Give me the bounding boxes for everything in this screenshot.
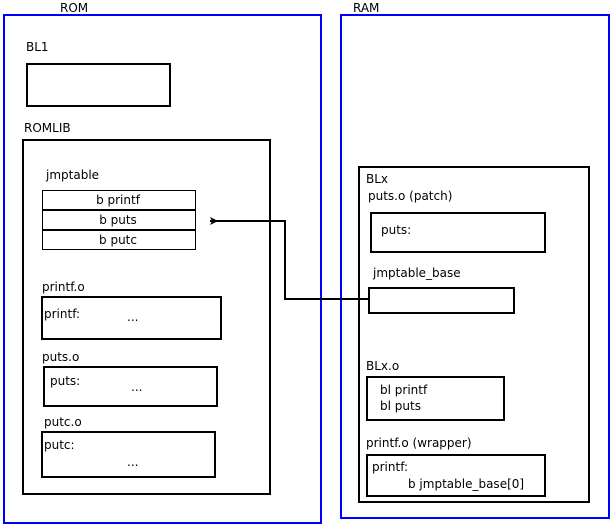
blx-puts-patch-label: puts.o (patch) xyxy=(368,189,453,203)
jmptable-entry-1[interactable]: b puts xyxy=(42,210,196,230)
blx-o-label: BLx.o xyxy=(366,359,400,373)
romlib-printf-o-label: printf.o xyxy=(42,280,85,294)
romlib-printf-symbol: printf: xyxy=(44,307,81,321)
jmptable-entry-2-text: b putc xyxy=(99,233,137,247)
romlib-printf-o-box: printf: ... xyxy=(41,296,222,340)
romlib-putc-o-box: putc: ... xyxy=(41,431,216,478)
printf-wrapper-label: printf.o (wrapper) xyxy=(366,436,472,450)
blx-label: BLx xyxy=(366,172,389,186)
romlib-putc-o-label: putc.o xyxy=(44,415,82,429)
jmptable-entry-0-text: b printf xyxy=(96,193,140,207)
jmptable-entry-2[interactable]: b putc xyxy=(42,230,196,250)
romlib-printf-ellipsis: ... xyxy=(127,310,139,324)
romlib-putc-ellipsis: ... xyxy=(127,455,139,469)
jmptable-entry-1-text: b puts xyxy=(99,213,137,227)
ram-region-label: RAM xyxy=(353,1,380,15)
printf-wrapper-symbol: printf: xyxy=(372,460,409,474)
blx-o-line-0: bl printf xyxy=(380,383,428,397)
blx-o-box: bl printf bl puts xyxy=(366,376,505,421)
printf-wrapper-box: printf: b jmptable_base[0] xyxy=(366,454,546,497)
jmptable-label: jmptable xyxy=(46,168,100,182)
romlib-puts-ellipsis: ... xyxy=(131,380,143,394)
blx-o-line-1: bl puts xyxy=(380,399,421,413)
romlib-label: ROMLIB xyxy=(24,121,71,135)
bl1-label: BL1 xyxy=(26,40,49,54)
romlib-puts-o-label: puts.o xyxy=(42,350,80,364)
rom-region-label: ROM xyxy=(60,1,89,15)
jmptable-base-label: jmptable_base xyxy=(373,266,461,280)
bl1-box xyxy=(26,63,171,107)
romlib-puts-o-box: puts: ... xyxy=(43,366,218,407)
romlib-puts-symbol: puts: xyxy=(50,374,81,388)
romlib-putc-symbol: putc: xyxy=(44,438,75,452)
printf-wrapper-instruction: b jmptable_base[0] xyxy=(408,477,525,491)
blx-puts-patch-box: puts: xyxy=(370,212,546,253)
jmptable-base-box[interactable] xyxy=(368,287,515,314)
blx-puts-patch-symbol: puts: xyxy=(381,223,412,237)
jmptable-entry-0[interactable]: b printf xyxy=(42,190,196,210)
